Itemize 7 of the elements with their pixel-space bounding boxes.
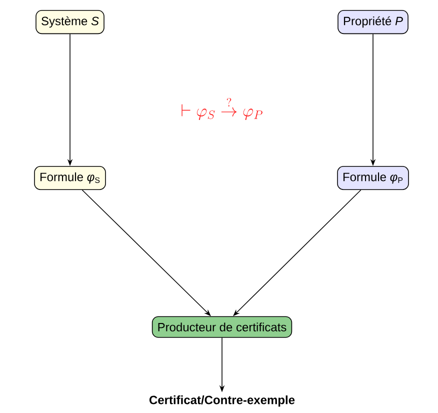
- process-box: Producteur de certificats: [152, 316, 292, 338]
- result-text: Certificat/Contre-exemple: [149, 395, 295, 407]
- process-box: Formule φ$_{P}$: [337, 166, 409, 190]
- process-box: Formule φ$_{S}$: [34, 166, 106, 190]
- process-box: Système S: [36, 10, 104, 34]
- process-box: Propriété P: [338, 10, 408, 34]
- formula: $\vdash \varphi_S \stackrel{?}{\rightarrow} \varphi_P$: [182, 98, 262, 120]
